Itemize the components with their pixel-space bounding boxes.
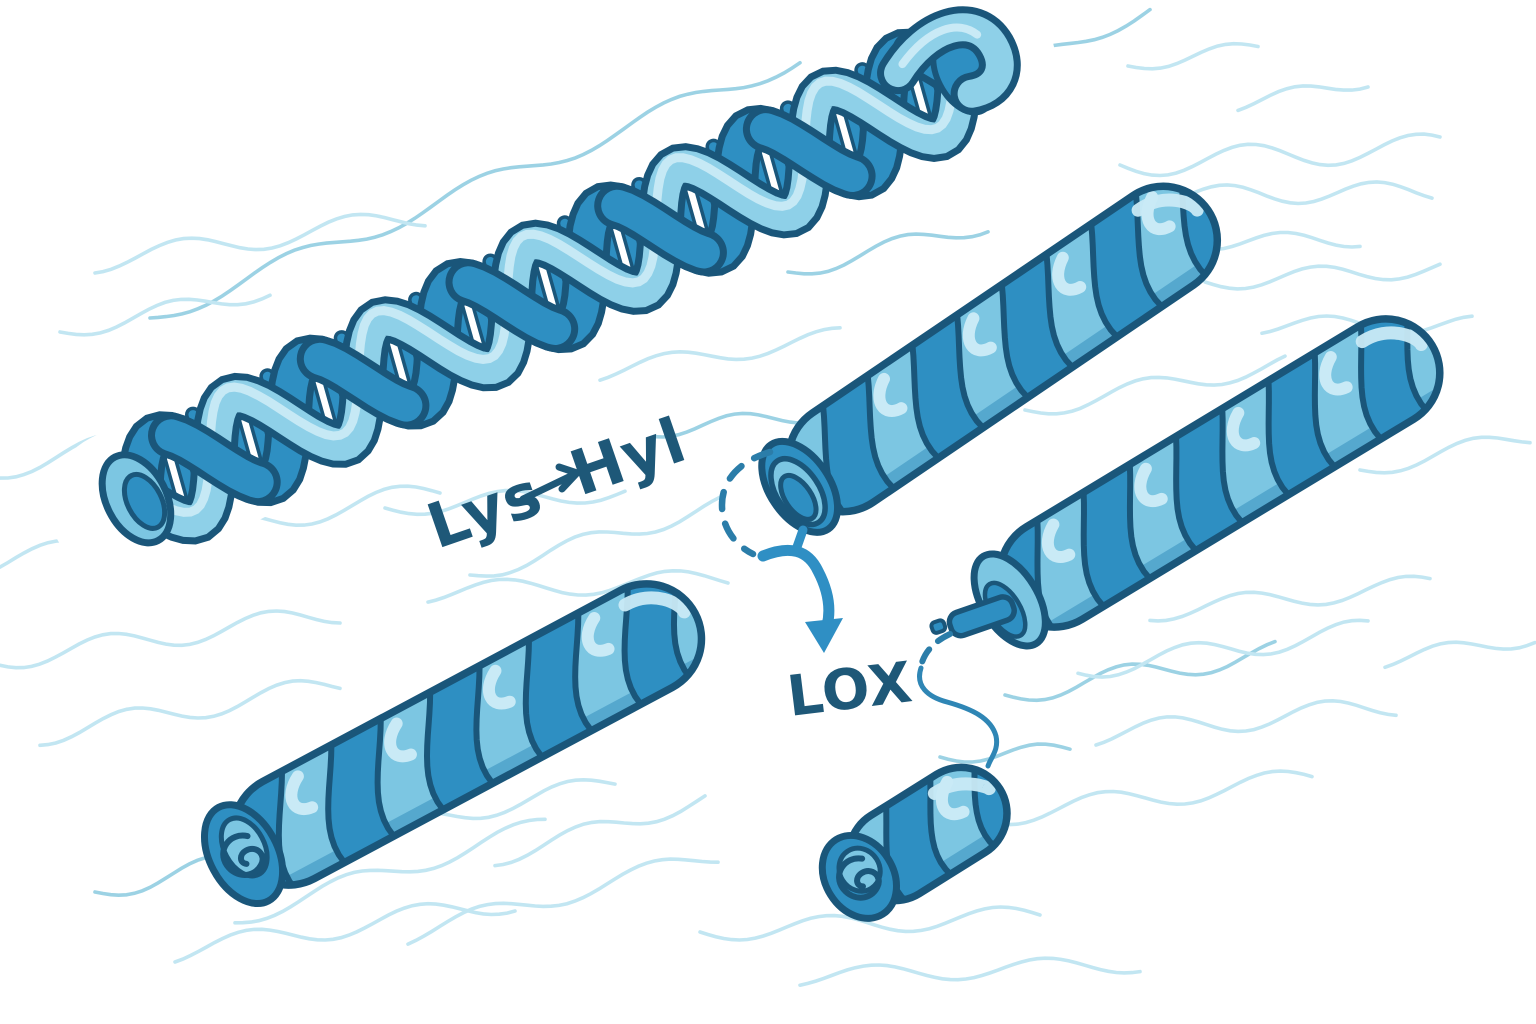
cleaved-fragment (818, 749, 1025, 922)
curved-down-arrow-icon (757, 525, 843, 653)
fibril-rod-top (758, 165, 1239, 536)
telopeptide-strand (917, 665, 1000, 769)
fibril-rod-bottom (201, 564, 721, 908)
label-lox: LOX (784, 650, 916, 730)
collagen-triple-helix (49, 0, 1057, 581)
right-arrow-icon (519, 463, 581, 503)
fibril-rod-right (929, 298, 1460, 650)
annotation-labels: Lys Hyl LOX (418, 403, 916, 730)
dashed-arc-icon (718, 448, 774, 558)
dashed-arc-icon (918, 631, 953, 669)
label-lys: Lys (418, 457, 551, 564)
label-hyl: Hyl (561, 403, 695, 510)
